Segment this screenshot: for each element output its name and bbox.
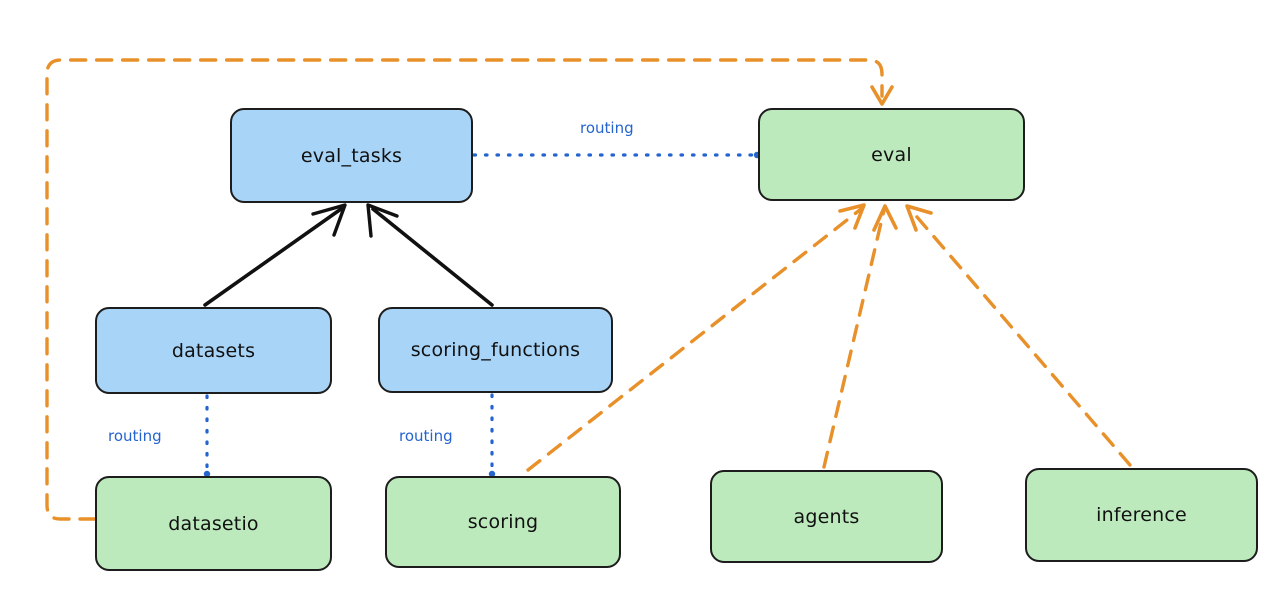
edge-scoring_functions-scoring (488, 393, 496, 478)
node-scoring-functions[interactable]: scoring_functions (378, 307, 613, 393)
node-scoring[interactable]: scoring (385, 476, 621, 568)
edge-label-routing-datasetio: routing (108, 427, 162, 445)
node-label: datasets (171, 339, 256, 362)
node-agents[interactable]: agents (710, 470, 943, 563)
edge-datasets-datasetio (203, 394, 211, 478)
edge-eval_tasks-eval (472, 151, 761, 159)
edge-agents-eval (822, 204, 898, 469)
edge-label-routing-eval: routing (580, 119, 634, 137)
edge-scoring_functions-eval_tasks (366, 203, 494, 307)
node-datasetio[interactable]: datasetio (95, 476, 332, 571)
node-eval-tasks[interactable]: eval_tasks (230, 108, 473, 203)
node-label: eval_tasks (300, 144, 403, 167)
node-label: datasetio (168, 512, 259, 535)
node-datasets[interactable]: datasets (95, 307, 332, 394)
edge-inference-eval (905, 204, 1132, 467)
node-eval[interactable]: eval (758, 108, 1025, 201)
node-inference[interactable]: inference (1025, 468, 1258, 562)
node-label: inference (1096, 504, 1187, 526)
node-label: eval (871, 143, 912, 166)
edge-label-routing-scoring: routing (399, 427, 453, 445)
node-label: scoring_functions (410, 339, 581, 361)
node-label: scoring (467, 511, 539, 533)
node-label: agents (793, 505, 860, 528)
edge-datasets-eval_tasks (203, 203, 347, 307)
